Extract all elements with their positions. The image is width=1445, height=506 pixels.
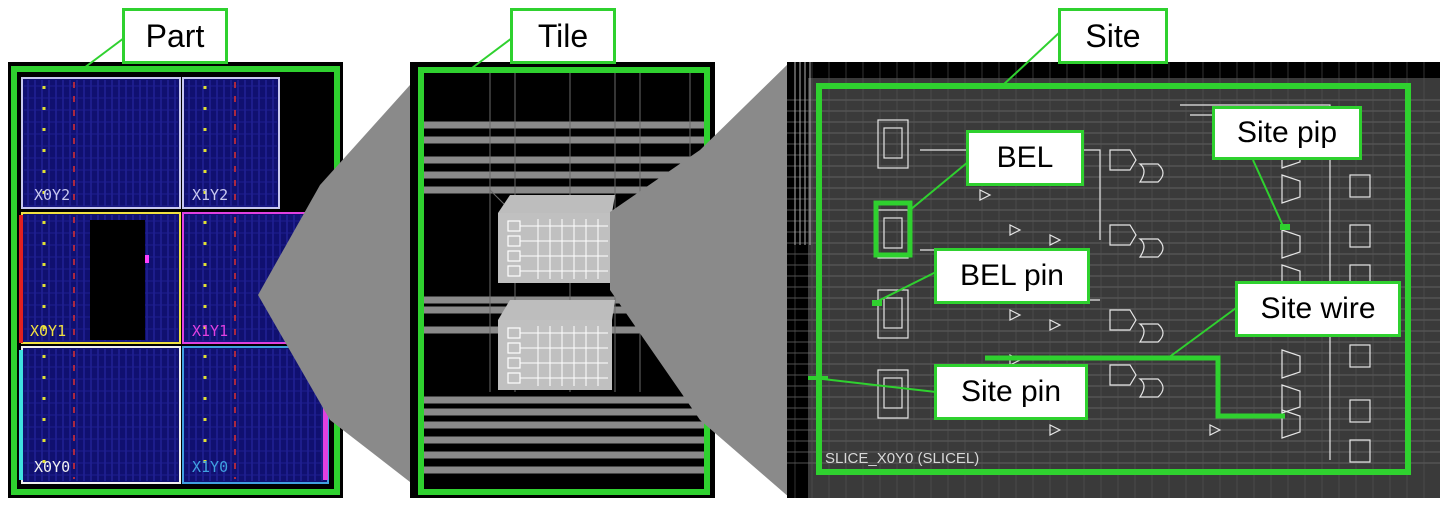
site-outline bbox=[816, 83, 1411, 475]
label-tile: Tile bbox=[510, 8, 616, 64]
site-panel bbox=[787, 62, 1440, 498]
region-label-x0y2: X0Y2 bbox=[34, 186, 71, 204]
leader-bel-pin bbox=[875, 271, 937, 303]
label-bel: BEL bbox=[966, 130, 1084, 186]
highlighted-bel bbox=[873, 200, 913, 258]
leader-bel bbox=[909, 161, 969, 211]
zoom-wedge-part-to-tile bbox=[258, 85, 410, 482]
leader-site bbox=[1001, 31, 1061, 87]
leader-site-pip bbox=[1252, 159, 1284, 227]
zoom-wedge-tile-to-site bbox=[610, 62, 790, 498]
highlighted-site-pip bbox=[1280, 224, 1290, 230]
label-site-pin: Site pin bbox=[934, 364, 1088, 420]
region-label-x1y2: X1Y2 bbox=[192, 186, 229, 204]
leader-site-wire bbox=[1167, 307, 1237, 359]
label-site-pip: Site pip bbox=[1212, 106, 1362, 160]
region-label-x0y0: X0Y0 bbox=[34, 458, 71, 476]
region-border-x0y2 bbox=[21, 77, 181, 209]
leader-part bbox=[83, 37, 125, 69]
region-label-x1y1: X1Y1 bbox=[192, 322, 229, 340]
region-label-x1y0: X1Y0 bbox=[192, 458, 229, 476]
site-caption: SLICE_X0Y0 (SLICEL) bbox=[825, 450, 980, 467]
leader-tile bbox=[471, 37, 513, 69]
highlighted-bel-pin bbox=[872, 300, 882, 306]
region-label-x0y1: X0Y1 bbox=[30, 322, 67, 340]
label-site: Site bbox=[1058, 8, 1168, 64]
label-bel-pin: BEL pin bbox=[934, 248, 1090, 304]
highlighted-site-wire bbox=[985, 355, 1285, 419]
region-border-x1y2 bbox=[182, 77, 280, 209]
label-site-wire: Site wire bbox=[1235, 281, 1401, 337]
leader-site-pin bbox=[813, 377, 937, 393]
callout-leaders bbox=[83, 31, 1284, 393]
label-part: Part bbox=[122, 8, 228, 64]
